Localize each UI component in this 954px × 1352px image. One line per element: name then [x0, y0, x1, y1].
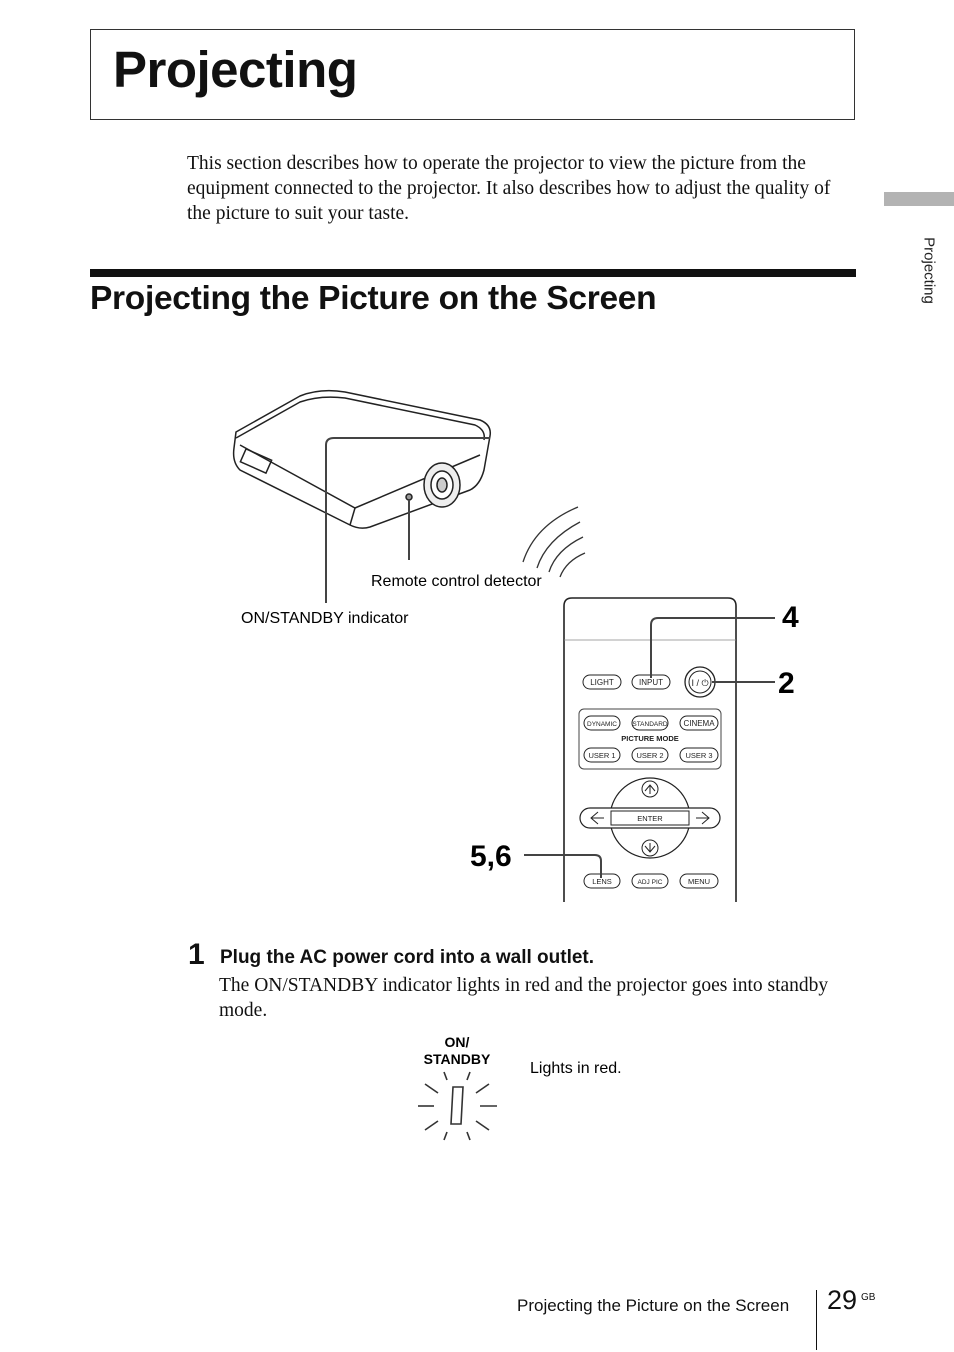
input-button-label: INPUT: [639, 678, 663, 687]
user1-button[interactable]: [583, 747, 621, 763]
step-heading: Plug the AC power cord into a wall outle…: [220, 947, 595, 968]
title-frame: [90, 29, 855, 120]
standby-indicator-icon: [418, 1071, 497, 1141]
user3-button[interactable]: [679, 747, 719, 763]
light-button[interactable]: [582, 674, 622, 690]
standard-button[interactable]: [631, 715, 669, 731]
page-suffix: GB: [861, 1292, 876, 1303]
indicator-label-on: ON/: [445, 1034, 470, 1050]
page-number: 29: [827, 1285, 858, 1315]
user3-button-label: USER 3: [685, 751, 712, 760]
callout-leader-56: [524, 854, 602, 878]
indicator-label: ON/STANDBY indicator: [241, 610, 409, 627]
remote-detector-label: Remote control detector: [371, 573, 542, 590]
side-tab: [884, 192, 954, 206]
section-rule: [90, 269, 856, 277]
callout-4: 4: [782, 601, 799, 634]
callout-5-6: 5,6: [470, 840, 512, 873]
step-body: The ON/STANDBY indicator lights in red a…: [219, 975, 829, 1021]
adj-pic-button-label: ADJ PIC: [638, 879, 663, 886]
lights-in-red-caption: Lights in red.: [530, 1060, 622, 1077]
user2-button-label: USER 2: [636, 751, 663, 760]
dynamic-button-label: DYNAMIC: [587, 721, 617, 728]
footer-section-title: Projecting the Picture on the Screen: [517, 1296, 790, 1315]
indicator-label-standby: STANDBY: [424, 1051, 491, 1067]
user1-button-label: USER 1: [588, 751, 615, 760]
standard-button-label: STANDARD: [632, 721, 668, 728]
section-title: Projecting the Picture on the Screen: [90, 280, 657, 317]
left-arrow-icon[interactable]: [590, 811, 604, 825]
user2-button[interactable]: [631, 747, 669, 763]
cinema-button-label: CINEMA: [683, 719, 715, 728]
footer-divider: [816, 1290, 817, 1350]
step-number: 1: [188, 938, 205, 971]
right-arrow-icon[interactable]: [696, 811, 710, 825]
cinema-button[interactable]: [679, 715, 719, 731]
lens-button-label: LENS: [592, 877, 612, 886]
light-button-label: LIGHT: [590, 678, 614, 687]
indicator-leader-line: [325, 437, 490, 603]
remote-control: LIGHT INPUT I / ⏻ DYNAMIC STANDARD CINEM…: [563, 597, 737, 902]
picture-mode-label: PICTURE MODE: [621, 734, 679, 743]
enter-button[interactable]: ENTER: [637, 814, 663, 823]
dynamic-button[interactable]: [583, 715, 621, 731]
adj-pic-button[interactable]: [631, 873, 669, 889]
ir-signal-icon: [522, 506, 586, 578]
projector-illustration: [232, 389, 492, 529]
callout-2: 2: [778, 667, 795, 700]
menu-button-label: MENU: [688, 877, 710, 886]
callout-leader-4: [650, 617, 775, 678]
power-icon: I / ⏻: [691, 678, 708, 688]
page-title: Projecting: [113, 41, 358, 98]
intro-paragraph: This section describes how to operate th…: [187, 153, 831, 224]
menu-button[interactable]: [679, 873, 719, 889]
